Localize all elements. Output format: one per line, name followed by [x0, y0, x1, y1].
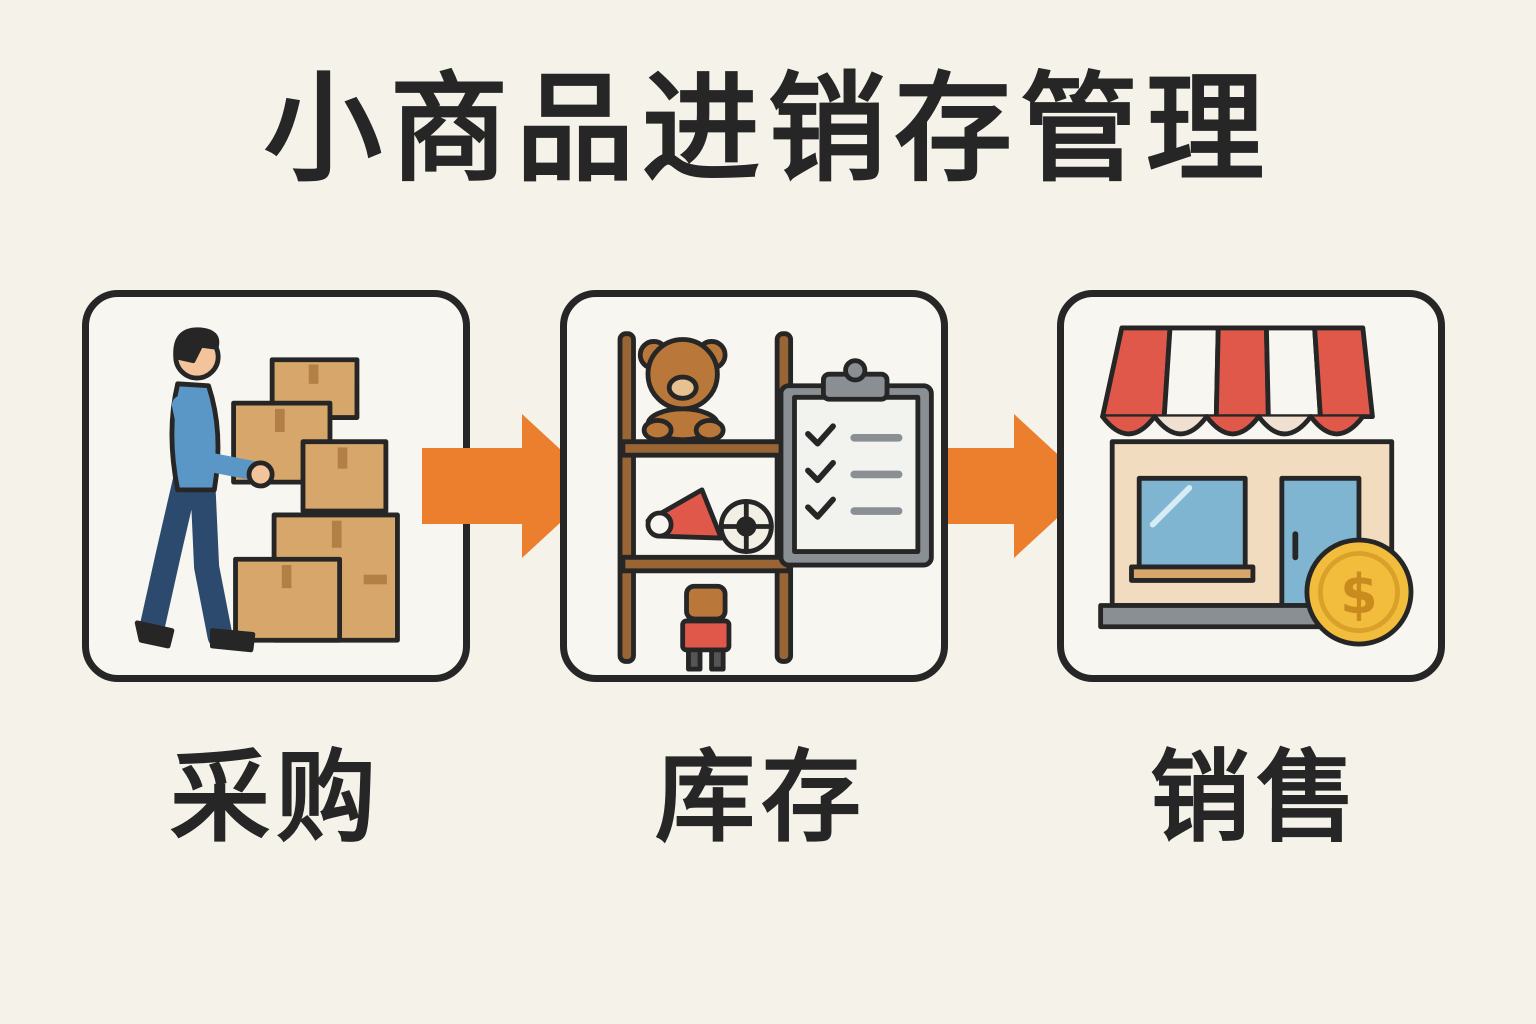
- storefront-with-coin-icon: $: [1098, 325, 1414, 647]
- sales-label: 销售: [1150, 739, 1362, 856]
- inventory-panel: [560, 290, 948, 682]
- page-title: 小商品进销存管理: [263, 60, 1272, 198]
- right-arrow-icon: [948, 414, 1092, 558]
- purchase-panel: [82, 290, 470, 682]
- person-carrying-boxes-icon: [134, 327, 400, 653]
- svg-text:$: $: [1340, 563, 1378, 626]
- shelf-with-toys-and-checklist-icon: [617, 331, 934, 672]
- purchase-label: 采购: [170, 739, 382, 856]
- inventory-label: 库存: [655, 739, 867, 856]
- right-arrow-icon: [422, 414, 600, 558]
- sales-panel: $: [1057, 290, 1445, 682]
